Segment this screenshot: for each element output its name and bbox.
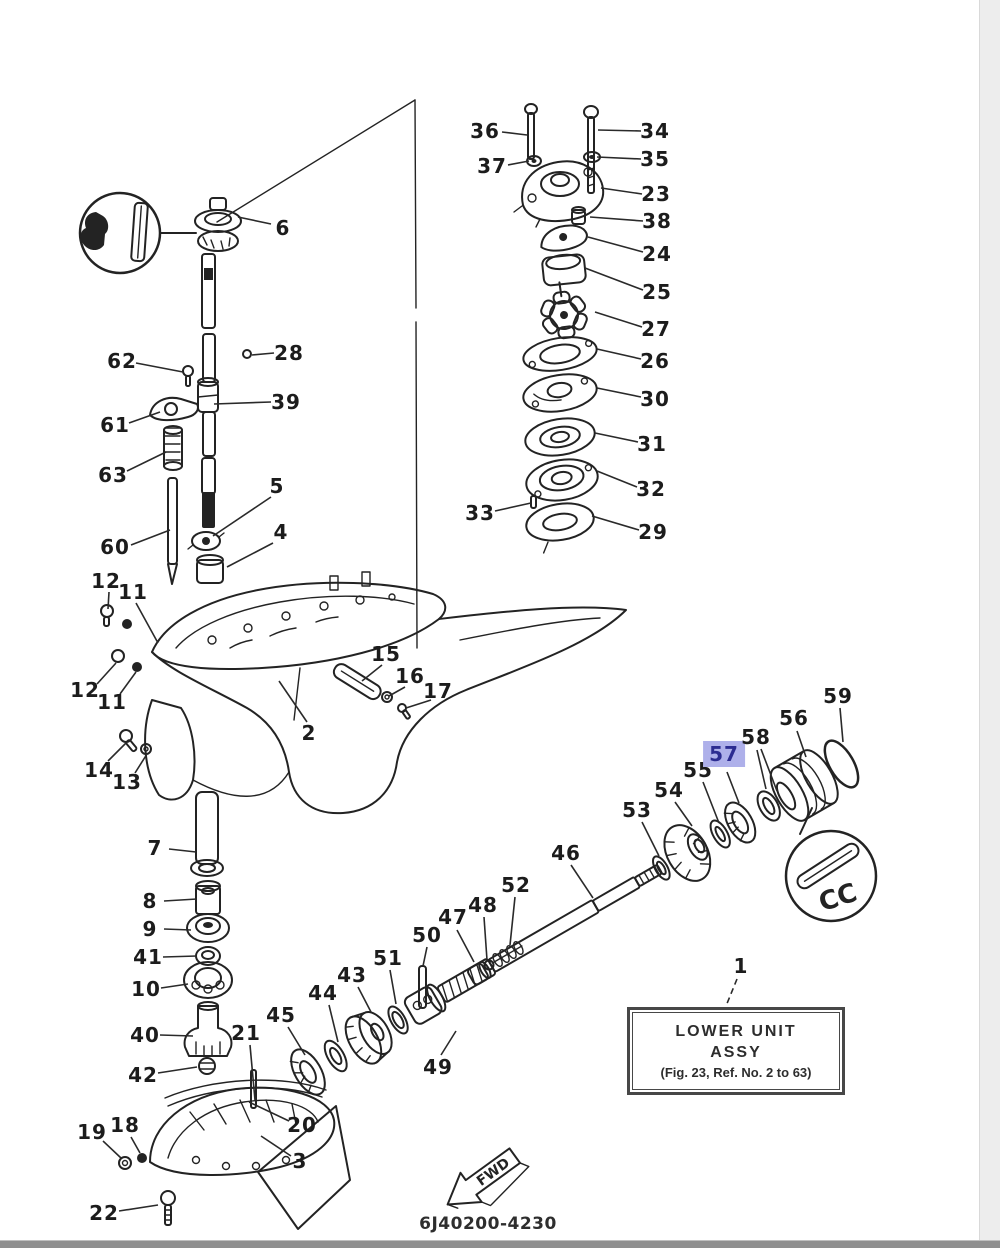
group-boundary-lines (216, 99, 418, 649)
impeller (540, 281, 588, 340)
callout-13[interactable]: 13 (112, 770, 142, 794)
callout-43[interactable]: 43 (337, 963, 367, 987)
callout-17[interactable]: 17 (423, 679, 453, 703)
info-box-line2: ASSY (710, 1043, 762, 1061)
seal-detail-icon-right: CC (784, 807, 878, 923)
callout-38[interactable]: 38 (642, 209, 672, 233)
callout-56[interactable]: 56 (779, 706, 809, 730)
seal-detail-icon-left (78, 191, 197, 275)
callout-31[interactable]: 31 (637, 432, 667, 456)
callout-37[interactable]: 37 (477, 154, 507, 178)
callout-26[interactable]: 26 (640, 349, 670, 373)
callout-27[interactable]: 27 (641, 317, 671, 341)
callout-60[interactable]: 60 (100, 535, 130, 559)
callout-3[interactable]: 3 (292, 1149, 308, 1173)
vertical-scrollbar-track[interactable] (979, 0, 1000, 1240)
water-pump-stack (513, 103, 605, 554)
callout-36[interactable]: 36 (470, 119, 500, 143)
shift-rod-group (149, 365, 199, 585)
callout-59[interactable]: 59 (823, 684, 853, 708)
callout-20[interactable]: 20 (287, 1113, 317, 1137)
callout-53[interactable]: 53 (622, 798, 652, 822)
callout-11[interactable]: 11 (118, 580, 148, 604)
callout-62[interactable]: 62 (107, 349, 137, 373)
driveshaft-group (187, 197, 252, 584)
callout-54[interactable]: 54 (654, 778, 684, 802)
callout-51[interactable]: 51 (373, 946, 403, 970)
lower-unit-assy-info-box: LOWER UNIT ASSY (Fig. 23, Ref. No. 2 to … (627, 1007, 845, 1095)
callout-11[interactable]: 11 (97, 690, 127, 714)
callout-63[interactable]: 63 (98, 463, 128, 487)
callout-19[interactable]: 19 (77, 1120, 107, 1144)
callout-21[interactable]: 21 (231, 1021, 261, 1045)
callout-34[interactable]: 34 (640, 119, 670, 143)
callout-35[interactable]: 35 (640, 147, 670, 171)
callout-1[interactable]: 1 (733, 954, 749, 978)
pinion-column (183, 791, 233, 1075)
callout-39[interactable]: 39 (271, 390, 301, 414)
callout-22[interactable]: 22 (89, 1201, 119, 1225)
prop-shaft-assembly (289, 739, 860, 1096)
info-box-line3: (Fig. 23, Ref. No. 2 to 63) (660, 1064, 812, 1080)
callout-8[interactable]: 8 (142, 889, 158, 913)
callout-4[interactable]: 4 (273, 520, 289, 544)
callout-28[interactable]: 28 (274, 341, 304, 365)
callout-58[interactable]: 58 (741, 725, 771, 749)
callout-18[interactable]: 18 (110, 1113, 140, 1137)
callout-12[interactable]: 12 (70, 678, 100, 702)
callout-61[interactable]: 61 (100, 413, 130, 437)
horizontal-scrollbar[interactable] (0, 1240, 1000, 1248)
callout-16[interactable]: 16 (395, 664, 425, 688)
callout-44[interactable]: 44 (308, 981, 338, 1005)
callout-40[interactable]: 40 (130, 1023, 160, 1047)
callout-9[interactable]: 9 (142, 917, 158, 941)
callout-7[interactable]: 7 (147, 836, 163, 860)
callout-30[interactable]: 30 (640, 387, 670, 411)
callout-32[interactable]: 32 (636, 477, 666, 501)
clutch-small-parts (418, 940, 524, 1009)
callout-46[interactable]: 46 (551, 841, 581, 865)
callout-14[interactable]: 14 (84, 758, 114, 782)
callout-6[interactable]: 6 (275, 216, 291, 240)
bottom-cap-group (118, 1069, 351, 1230)
callout-49[interactable]: 49 (423, 1055, 453, 1079)
figure-code: 6J40200-4230 (419, 1214, 557, 1234)
callout-42[interactable]: 42 (128, 1063, 158, 1087)
callout-5[interactable]: 5 (269, 474, 285, 498)
callout-47[interactable]: 47 (438, 905, 468, 929)
callout-15[interactable]: 15 (371, 642, 401, 666)
callout-24[interactable]: 24 (642, 242, 672, 266)
callout-33[interactable]: 33 (465, 501, 495, 525)
callout-29[interactable]: 29 (638, 520, 668, 544)
callout-45[interactable]: 45 (266, 1003, 296, 1027)
info-box-line1: LOWER UNIT (675, 1022, 797, 1040)
callout-12[interactable]: 12 (91, 569, 121, 593)
callout-52[interactable]: 52 (501, 873, 531, 897)
callout-2[interactable]: 2 (301, 721, 317, 745)
callout-48[interactable]: 48 (468, 893, 498, 917)
callout-23[interactable]: 23 (641, 182, 671, 206)
callout-57[interactable]: 57 (703, 741, 745, 767)
callout-25[interactable]: 25 (642, 280, 672, 304)
callout-10[interactable]: 10 (131, 977, 161, 1001)
info-box-inner: LOWER UNIT ASSY (Fig. 23, Ref. No. 2 to … (632, 1012, 840, 1090)
housing-hardware (100, 604, 411, 755)
callout-41[interactable]: 41 (133, 945, 163, 969)
callout-50[interactable]: 50 (412, 923, 442, 947)
